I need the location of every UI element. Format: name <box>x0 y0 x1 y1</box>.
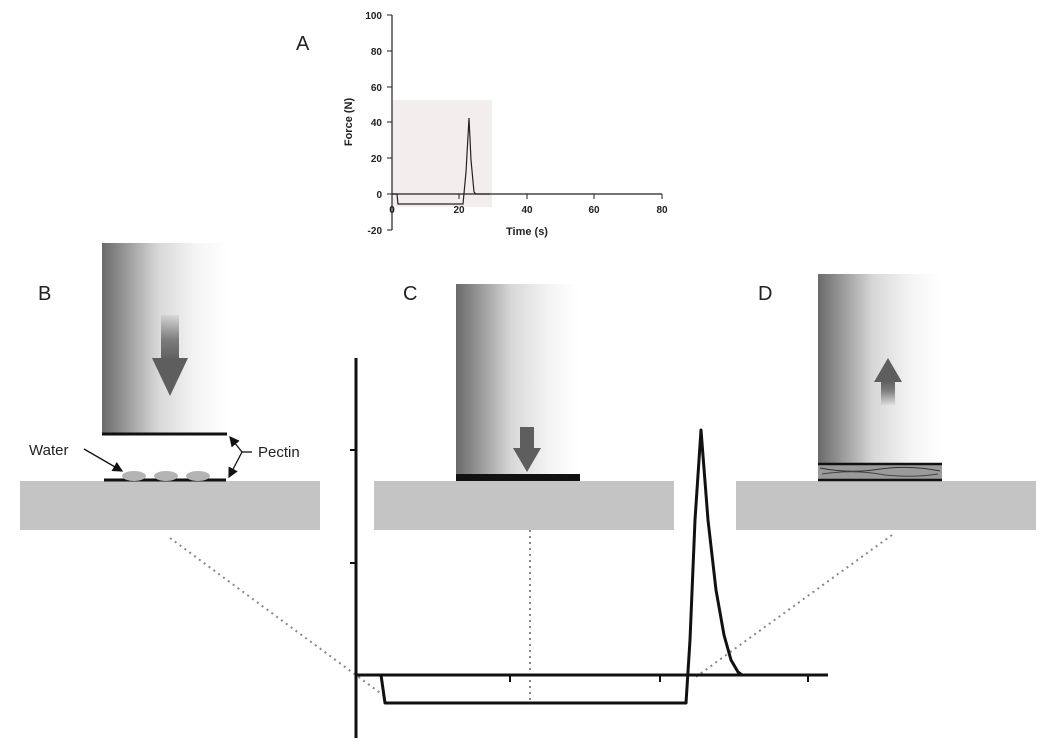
water-label: Water <box>29 442 68 459</box>
inset-x-ticks: 0 20 40 60 80 <box>389 194 668 216</box>
inset-x-tick: 80 <box>656 205 668 216</box>
water-pointer <box>83 448 124 472</box>
panel-label-a: A <box>296 33 310 55</box>
pectin-pointer-bottom <box>228 451 243 479</box>
guide-line-d <box>692 534 893 680</box>
panel-label-b: B <box>38 283 51 305</box>
inset-x-axis-title: Time (s) <box>506 226 548 238</box>
inset-x-tick: 20 <box>453 205 465 216</box>
probe-cylinder <box>818 274 942 466</box>
panel-b: B Water Pectin <box>20 243 320 530</box>
base-plate <box>20 481 320 530</box>
pectin-label: Pectin <box>258 444 300 461</box>
pectin-layer-separating <box>818 462 942 482</box>
inset-x-tick: 0 <box>389 205 395 216</box>
inset-y-tick: 40 <box>371 118 383 129</box>
base-plate <box>374 481 674 530</box>
panel-label-c: C <box>403 283 417 305</box>
inset-y-tick: -20 <box>368 226 383 237</box>
water-droplets <box>122 471 210 481</box>
main-force-trace <box>356 428 752 705</box>
arrow-up-icon <box>874 358 902 405</box>
inset-x-tick: 40 <box>521 205 533 216</box>
base-plate <box>736 481 1036 530</box>
inset-y-tick: 80 <box>371 47 383 58</box>
inset-force-trace <box>393 117 490 205</box>
inset-y-axis-title: Force (N) <box>343 98 355 147</box>
inset-x-tick: 60 <box>588 205 600 216</box>
main-trace-plot <box>169 358 893 738</box>
inset-y-tick: 20 <box>371 154 383 165</box>
pectin-layer-compressed <box>456 474 580 481</box>
arrow-down-icon <box>152 315 188 396</box>
panel-d: D <box>736 274 1036 530</box>
arrow-down-icon <box>513 427 541 472</box>
inset-y-tick: 0 <box>376 190 382 201</box>
pectin-pointer-top <box>229 435 243 453</box>
inset-chart: A -20 0 20 40 60 80 100 0 <box>296 11 668 238</box>
inset-y-ticks: -20 0 20 40 60 80 100 <box>365 11 392 237</box>
probe-cylinder <box>456 284 580 478</box>
inset-y-tick: 60 <box>371 83 383 94</box>
guide-line-b <box>169 537 384 696</box>
panel-label-d: D <box>758 283 772 305</box>
panel-c: C <box>374 283 674 530</box>
inset-y-tick: 100 <box>365 11 382 22</box>
highlight-region <box>392 100 492 207</box>
